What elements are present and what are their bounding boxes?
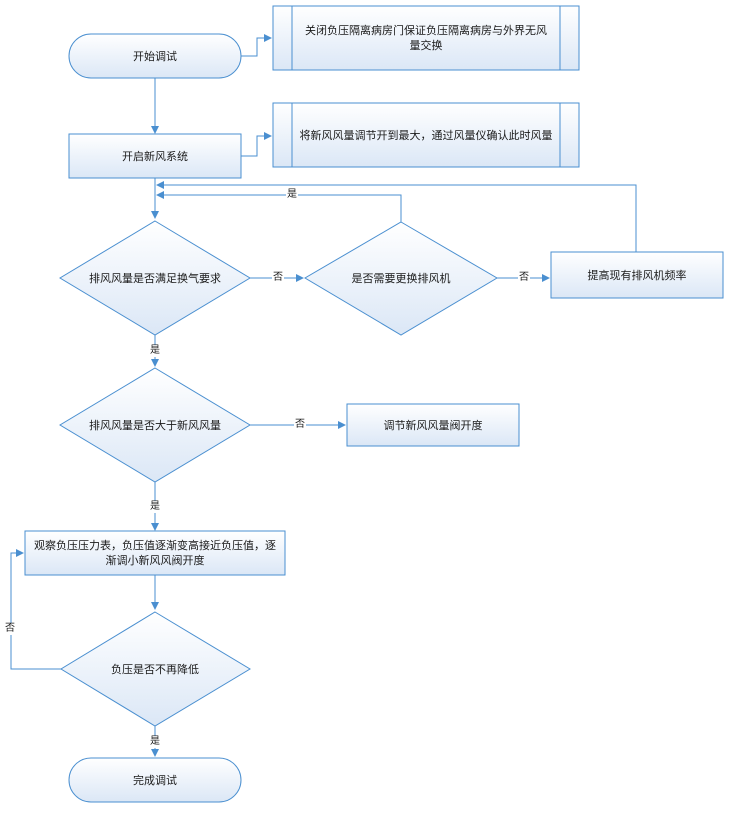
note2-label: 将新风风量调节开到最大，通过风量仪确认此时风量 bbox=[299, 128, 553, 142]
decision-exhaust-diamond bbox=[59, 220, 251, 336]
decision-greater-diamond bbox=[59, 367, 251, 483]
edge-label-replace-yes: 是 bbox=[286, 189, 298, 201]
edge-label-pressure-no: 否 bbox=[4, 623, 16, 635]
end-label: 完成调试 bbox=[133, 773, 177, 787]
note1-label: 关闭负压隔离病房门保证负压隔离病房与外界无风量交换 bbox=[305, 24, 547, 52]
note2-box bbox=[272, 102, 580, 168]
edge-label-greater-yes: 是 bbox=[149, 501, 161, 513]
start-terminal bbox=[68, 33, 242, 79]
note1-box bbox=[272, 5, 580, 71]
decision-replace-label: 是否需要更换排风机 bbox=[351, 271, 451, 285]
shapes bbox=[24, 5, 724, 803]
adjust-valve-box bbox=[346, 403, 520, 447]
start-label: 开始调试 bbox=[133, 49, 177, 63]
increase-freq-box bbox=[550, 251, 724, 299]
observe-box bbox=[24, 530, 286, 576]
edge-label-exhaust-no: 否 bbox=[272, 272, 284, 284]
increase-freq-label: 提高现有排风机频率 bbox=[587, 268, 687, 282]
decision-replace-diamond bbox=[304, 221, 498, 336]
edge-label-exhaust-yes: 是 bbox=[149, 345, 161, 357]
end-terminal bbox=[68, 757, 242, 803]
edge-label-pressure-yes: 是 bbox=[149, 736, 161, 748]
open-fresh-label: 开启新风系统 bbox=[122, 149, 188, 163]
decision-pressure-label: 负压是否不再降低 bbox=[111, 662, 199, 676]
decision-pressure-diamond bbox=[60, 611, 251, 727]
observe-label: 观察负压压力表，负压值逐渐变高接近负压值，逐渐调小新风风阀开度 bbox=[34, 539, 276, 567]
open-fresh-box bbox=[68, 133, 242, 179]
edge-label-greater-no: 否 bbox=[294, 419, 306, 431]
adjust-valve-label: 调节新风风量阀开度 bbox=[383, 418, 483, 432]
edge-label-replace-no: 否 bbox=[518, 272, 530, 284]
decision-exhaust-label: 排风风量是否满足换气要求 bbox=[89, 271, 221, 285]
decision-greater-label: 排风风量是否大于新风风量 bbox=[89, 418, 221, 432]
